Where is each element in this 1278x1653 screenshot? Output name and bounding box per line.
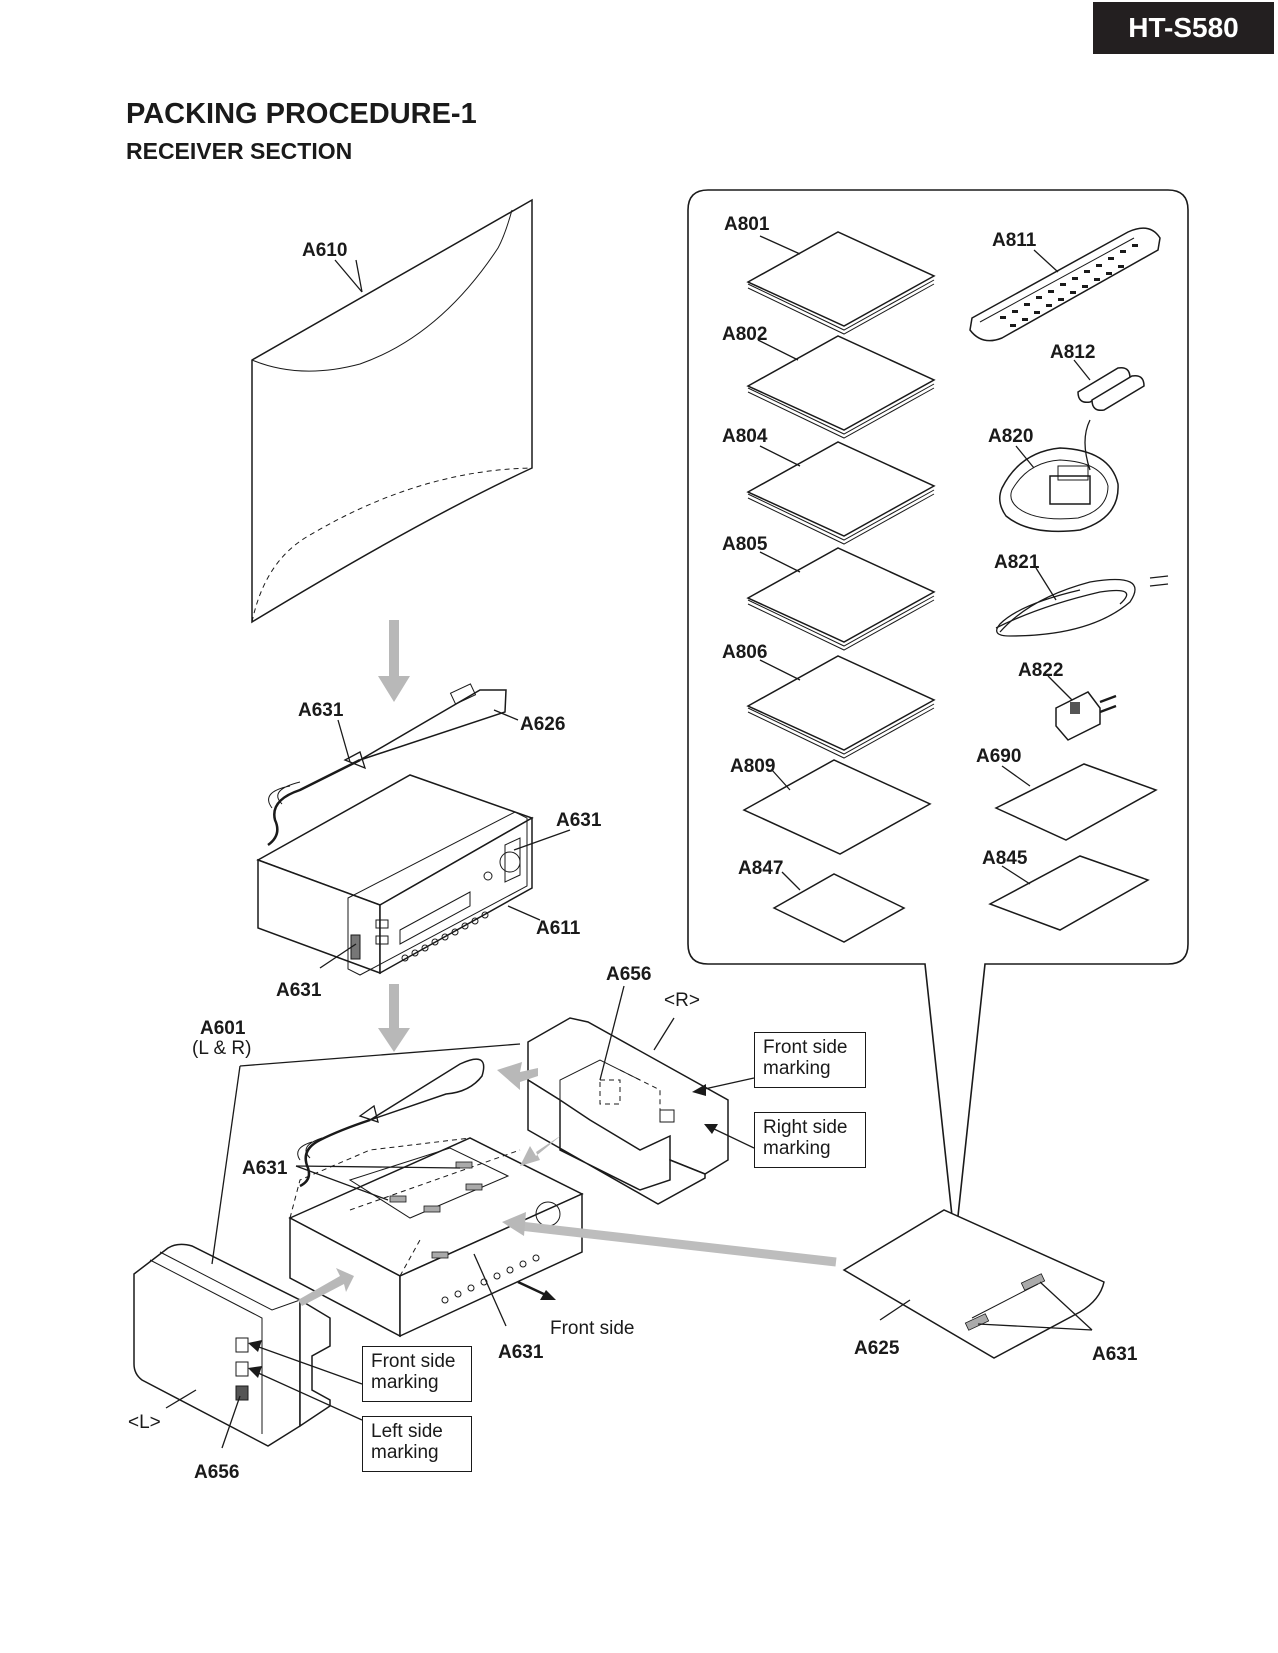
note-line: Front side bbox=[371, 1351, 456, 1372]
arrow-icon bbox=[520, 1136, 560, 1166]
fm-antenna-a821 bbox=[995, 575, 1169, 637]
label-l-side: <L> bbox=[128, 1412, 161, 1433]
front-side-arrowhead-icon bbox=[540, 1290, 556, 1300]
label-a656-r: A656 bbox=[606, 964, 651, 985]
accessories-callout bbox=[687, 189, 1189, 1245]
label-a631-front: A631 bbox=[276, 980, 322, 1001]
label-a631-cord: A631 bbox=[298, 700, 344, 721]
label-a631-bottom: A631 bbox=[498, 1342, 544, 1363]
note-line: Right side bbox=[763, 1117, 848, 1138]
note-line: Front side bbox=[763, 1037, 848, 1058]
label-r-side: <R> bbox=[664, 990, 700, 1011]
label-a822: A822 bbox=[1018, 660, 1063, 681]
page-title: PACKING PROCEDURE-1 bbox=[126, 98, 477, 130]
sheet-a809 bbox=[742, 759, 932, 855]
document-a805 bbox=[746, 547, 936, 651]
arrow-down-icon bbox=[378, 984, 410, 1052]
label-a626: A626 bbox=[520, 714, 565, 735]
sheet-a847 bbox=[772, 873, 906, 943]
label-front-side: Front side bbox=[550, 1318, 634, 1339]
label-a631-receiver: A631 bbox=[556, 810, 602, 831]
poly-bag-a610 bbox=[251, 198, 533, 624]
label-a690: A690 bbox=[976, 746, 1021, 767]
note-line: marking bbox=[763, 1058, 831, 1079]
label-a820: A820 bbox=[988, 426, 1033, 447]
label-a806: A806 bbox=[722, 642, 767, 663]
note-right-marking: Right side marking bbox=[754, 1112, 866, 1168]
bag-a625 bbox=[842, 1209, 1105, 1359]
power-cord-a626 bbox=[267, 683, 507, 847]
note-front-marking-r: Front side marking bbox=[754, 1032, 866, 1088]
label-a802: A802 bbox=[722, 324, 767, 345]
label-a631-tape: A631 bbox=[242, 1158, 288, 1179]
page-subtitle: RECEIVER SECTION bbox=[126, 138, 353, 164]
arrow-icon bbox=[502, 1212, 526, 1236]
label-a610: A610 bbox=[302, 240, 347, 261]
label-a812: A812 bbox=[1050, 342, 1095, 363]
label-a811: A811 bbox=[992, 230, 1037, 251]
label-a821: A821 bbox=[994, 552, 1040, 573]
label-a625: A625 bbox=[854, 1338, 900, 1359]
note-line: marking bbox=[371, 1442, 439, 1463]
note-line: marking bbox=[371, 1372, 439, 1393]
sheet-a845 bbox=[988, 855, 1150, 931]
document-a804 bbox=[746, 441, 936, 545]
note-front-marking-l: Front side marking bbox=[362, 1346, 472, 1402]
arrow-icon bbox=[298, 1268, 354, 1306]
model-badge: HT-S580 bbox=[1093, 2, 1274, 54]
label-a809: A809 bbox=[730, 756, 775, 777]
note-line: Left side bbox=[371, 1421, 443, 1442]
plug-adapter-a822 bbox=[1055, 691, 1117, 741]
arrow-down-icon bbox=[378, 620, 410, 702]
am-antenna-a820 bbox=[999, 419, 1119, 533]
document-a801 bbox=[746, 231, 936, 335]
batteries-a812 bbox=[1077, 366, 1145, 412]
leader-lines bbox=[165, 235, 1093, 1449]
cushion-a656-l bbox=[133, 1243, 331, 1447]
label-a611: A611 bbox=[536, 918, 581, 939]
marking-arrows bbox=[248, 1077, 755, 1421]
arrow-icon bbox=[497, 1062, 538, 1090]
arrow-icon bbox=[519, 1221, 837, 1267]
cushion-a656-r bbox=[527, 1017, 729, 1205]
label-a804: A804 bbox=[722, 426, 768, 447]
label-a801: A801 bbox=[724, 214, 770, 235]
note-line: marking bbox=[763, 1138, 831, 1159]
label-a601: A601 bbox=[200, 1018, 246, 1039]
front-side-arrow-icon bbox=[517, 1280, 549, 1298]
sheet-a690 bbox=[994, 763, 1158, 841]
label-a805: A805 bbox=[722, 534, 768, 555]
document-a802 bbox=[746, 335, 936, 439]
label-a656-l: A656 bbox=[194, 1462, 239, 1483]
label-a847: A847 bbox=[738, 858, 783, 879]
label-a845: A845 bbox=[982, 848, 1028, 869]
power-cord-packed bbox=[297, 1058, 485, 1188]
remote-a811 bbox=[969, 227, 1161, 342]
label-a631-bag: A631 bbox=[1092, 1344, 1138, 1365]
label-a601-sub: (L & R) bbox=[192, 1038, 251, 1059]
receiver-a611 bbox=[256, 774, 534, 976]
note-left-marking: Left side marking bbox=[362, 1416, 472, 1472]
document-a806 bbox=[746, 655, 936, 759]
